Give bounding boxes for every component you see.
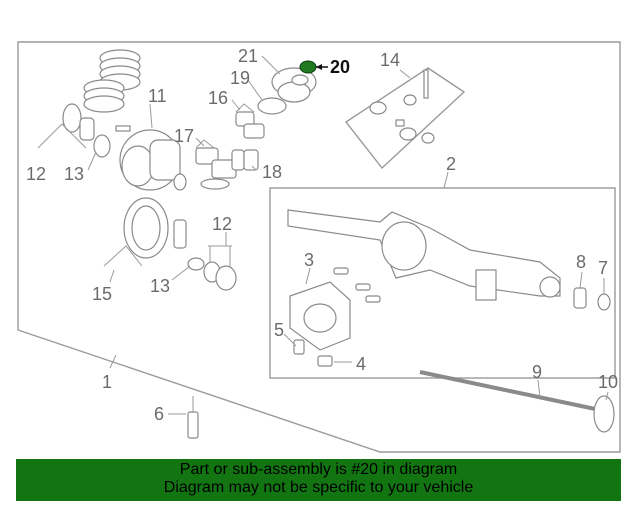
callout-16: 16 bbox=[208, 88, 228, 108]
callout-18: 18 bbox=[262, 162, 282, 182]
banner-line-1: Part or sub-assembly is #20 in diagram bbox=[179, 461, 458, 478]
plug-4 bbox=[317, 355, 333, 367]
race-13-lower bbox=[187, 257, 205, 271]
bearing-12-lower bbox=[203, 245, 237, 291]
pinion-nut-20 bbox=[299, 60, 328, 74]
bearing-16 bbox=[235, 103, 265, 139]
callout-13-upper: 13 bbox=[64, 164, 84, 184]
callout-6: 6 bbox=[154, 404, 164, 424]
callout-3: 3 bbox=[304, 250, 314, 270]
callout-19: 19 bbox=[230, 68, 250, 88]
kit-14-outline bbox=[344, 67, 466, 170]
callout-17: 17 bbox=[174, 126, 194, 146]
callout-10: 10 bbox=[598, 372, 618, 392]
axle-shaft-9 bbox=[419, 370, 615, 433]
cover-3 bbox=[289, 281, 351, 351]
shim-stack-upper bbox=[99, 49, 141, 91]
bearing-8 bbox=[573, 287, 587, 309]
race-13-upper bbox=[93, 134, 111, 158]
callout-20: 20 bbox=[330, 57, 350, 77]
callout-14: 14 bbox=[380, 50, 400, 70]
callout-9: 9 bbox=[532, 362, 542, 382]
leader-lines bbox=[87, 55, 609, 415]
sealant-tube-6 bbox=[187, 396, 199, 439]
banner-line-2: Diagram may not be specific to your vehi… bbox=[163, 479, 474, 496]
callout-5: 5 bbox=[274, 320, 284, 340]
seal-19 bbox=[257, 97, 287, 115]
info-banner: Part or sub-assembly is #20 in diagram D… bbox=[16, 459, 621, 501]
spacer-18 bbox=[231, 149, 259, 171]
callout-11: 11 bbox=[148, 86, 167, 106]
callout-12-lower: 12 bbox=[212, 214, 232, 234]
axle-housing-2 bbox=[287, 209, 561, 301]
callout-15: 15 bbox=[92, 284, 112, 304]
plug-5 bbox=[293, 339, 305, 355]
callout-4: 4 bbox=[356, 354, 366, 374]
callout-2: 2 bbox=[446, 154, 456, 174]
callout-21: 21 bbox=[238, 46, 258, 66]
brackets bbox=[333, 267, 381, 303]
callout-13-lower: 13 bbox=[150, 276, 170, 296]
bearing-17 bbox=[195, 139, 237, 190]
shim-stack-lower bbox=[83, 79, 125, 113]
callout-12-upper: 12 bbox=[26, 164, 46, 184]
pinion-flange-21 bbox=[271, 67, 317, 103]
differential-case-11 bbox=[119, 129, 187, 191]
ring-pinion-15 bbox=[103, 197, 187, 267]
seal-7 bbox=[597, 293, 611, 311]
bolt-upper-left bbox=[115, 125, 131, 132]
callout-7: 7 bbox=[598, 258, 608, 278]
callout-8: 8 bbox=[576, 252, 586, 272]
bearing-12-upper bbox=[37, 103, 95, 149]
callout-1: 1 bbox=[102, 372, 112, 392]
kit-14-parts bbox=[369, 69, 435, 144]
